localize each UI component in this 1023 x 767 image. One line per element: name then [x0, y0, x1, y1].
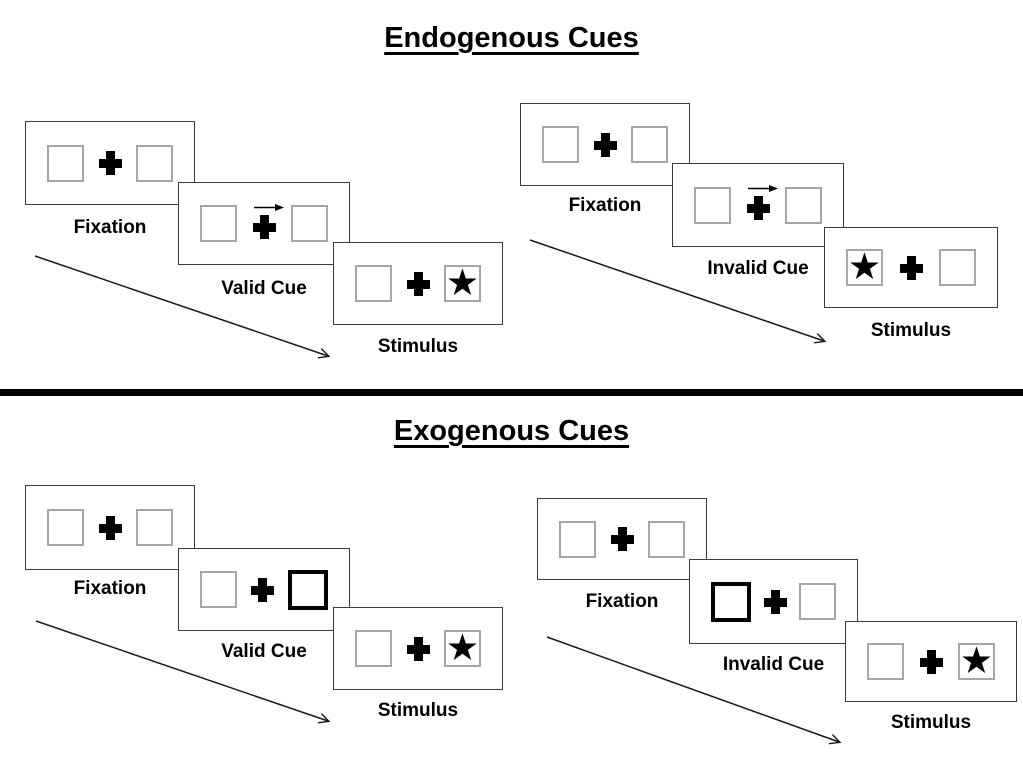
fixation-cross-icon — [252, 214, 276, 239]
panel-label: Valid Cue — [221, 641, 307, 662]
panel-label: Fixation — [73, 578, 147, 599]
cue-panel — [178, 182, 350, 265]
cue-panel — [672, 163, 844, 247]
fixation-cross-icon — [98, 515, 122, 540]
fixation-cross-icon — [593, 132, 617, 157]
fixation-panel — [25, 485, 195, 570]
left-box: ★ — [846, 245, 883, 288]
panel-label: Stimulus — [377, 700, 459, 721]
timeline-arrow — [34, 255, 328, 356]
fixation-cross-icon — [98, 151, 122, 175]
cue-center — [743, 184, 778, 220]
right-box — [291, 205, 328, 242]
fixation-panel — [537, 498, 707, 580]
left-box — [867, 643, 904, 680]
star-icon: ★ — [445, 626, 480, 669]
right-box: ★ — [444, 261, 481, 304]
right-box — [785, 186, 822, 224]
panel-label: Stimulus — [377, 336, 459, 357]
left-box — [47, 144, 84, 182]
section-divider — [0, 389, 1023, 396]
stimulus-panel: ★ — [333, 242, 503, 325]
right-arrow-icon — [254, 203, 284, 211]
fixation-panel — [520, 103, 690, 186]
panel-label: Invalid Cue — [722, 654, 825, 675]
fixation-cross-icon — [610, 527, 634, 551]
star-icon: ★ — [959, 639, 994, 682]
left-box — [355, 265, 392, 302]
stimulus-panel: ★ — [824, 227, 998, 308]
right-arrow-icon — [748, 185, 778, 192]
timeline-arrow — [35, 620, 328, 721]
fixation-cross-icon — [899, 255, 923, 280]
panel-label: Stimulus — [870, 320, 952, 341]
cue-center — [249, 203, 284, 239]
right-box — [939, 249, 976, 286]
stimulus-panel: ★ — [845, 621, 1017, 702]
stimulus-panel: ★ — [333, 607, 503, 690]
panel-label: Stimulus — [890, 712, 972, 733]
fixation-cross-icon — [746, 196, 770, 220]
panel-label: Fixation — [73, 217, 147, 238]
panel-label: Fixation — [585, 591, 659, 612]
star-icon: ★ — [847, 245, 882, 288]
fixation-cross-icon — [251, 577, 274, 602]
fixation-panel — [25, 121, 195, 205]
right-box: ★ — [444, 626, 481, 669]
right-box — [799, 583, 836, 620]
right-box — [648, 520, 685, 558]
fixation-cross-icon — [919, 649, 943, 674]
left-box — [694, 186, 731, 224]
fixation-cross-icon — [406, 271, 430, 296]
right-box — [631, 126, 668, 163]
fixation-cross-icon — [763, 589, 787, 614]
left-box — [559, 520, 596, 558]
left-box — [47, 509, 84, 546]
endogenous-section-title: Endogenous Cues — [384, 22, 639, 54]
left-box — [355, 630, 392, 667]
timeline-arrow — [529, 239, 824, 341]
left-box — [542, 126, 579, 163]
star-icon: ★ — [445, 261, 480, 304]
right-box — [136, 509, 173, 546]
panel-label: Invalid Cue — [707, 258, 809, 279]
highlighted-box — [711, 581, 751, 622]
left-box — [200, 571, 237, 608]
panel-label: Fixation — [568, 195, 642, 216]
right-box — [136, 144, 173, 182]
highlighted-box — [288, 569, 328, 610]
fixation-cross-icon — [406, 636, 430, 661]
cue-panel — [178, 548, 350, 631]
cue-panel — [689, 559, 858, 644]
timeline-arrow — [546, 636, 839, 742]
exogenous-section-title: Exogenous Cues — [393, 415, 630, 447]
panel-label: Valid Cue — [221, 278, 307, 299]
right-box: ★ — [958, 639, 995, 682]
left-box — [200, 205, 237, 242]
